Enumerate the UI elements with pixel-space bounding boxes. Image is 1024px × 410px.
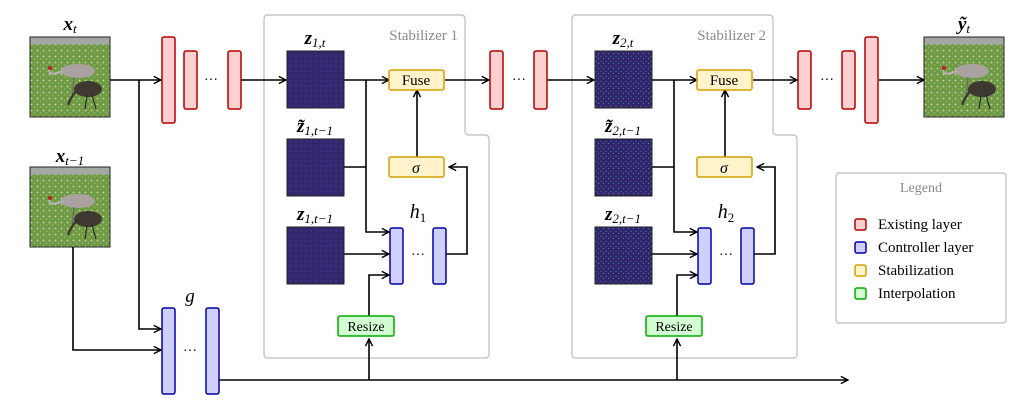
feature-map-z2t	[594, 50, 653, 109]
controller-layer	[432, 227, 447, 285]
ellipsis: ···	[411, 248, 425, 263]
existing-layer	[183, 50, 198, 110]
ellipsis: ···	[820, 73, 834, 88]
resize-box-1	[337, 315, 395, 337]
stabilizer-1-title: Stabilizer 1	[389, 28, 458, 44]
label-x-t-minus-1: xt−1	[55, 146, 84, 168]
resize-label-2: Resize	[655, 320, 692, 335]
legend-title: Legend	[900, 181, 942, 196]
legend: Legend Existing layer Controller layer S…	[835, 172, 1007, 324]
fuse-label-1: Fuse	[402, 73, 431, 89]
controller-layer	[389, 227, 404, 285]
existing-layer	[161, 36, 176, 124]
arrow-xt-to-g	[138, 80, 161, 329]
sigma-box-1	[388, 156, 445, 178]
legend-label: Existing layer	[878, 217, 962, 233]
stabilizer-1	[286, 50, 447, 337]
label-h1: h1	[410, 201, 427, 225]
label-y-tilde-t: ỹt	[956, 14, 970, 36]
input-image-x-t	[28, 35, 112, 119]
resize-box-2	[645, 315, 703, 337]
stabilizer-2	[594, 50, 755, 337]
feature-map-z1-tilde	[286, 138, 345, 197]
feature-map-z1-prev	[286, 226, 345, 285]
connectors	[72, 80, 924, 380]
existing-layer	[797, 50, 812, 110]
stabilizer-2-title: Stabilizer 2	[697, 28, 766, 44]
existing-layer	[864, 36, 879, 124]
label-z2t: z2,t	[612, 28, 634, 50]
label-h2: h2	[718, 201, 735, 225]
controller-layer	[740, 227, 755, 285]
feature-map-z1t	[286, 50, 345, 109]
label-z2-tilde: z̃2,t−1	[604, 116, 641, 138]
ellipsis: ···	[204, 73, 218, 88]
ellipsis: ···	[719, 248, 733, 263]
legend-swatch-controller	[854, 241, 867, 254]
sigma-label-2: σ	[720, 160, 729, 177]
stabilizer-1-box	[263, 14, 490, 359]
input-image-x-t-minus-1	[28, 165, 112, 249]
legend-label: Controller layer	[878, 240, 973, 256]
existing-layer	[227, 50, 242, 110]
legend-swatch-interpolation	[854, 287, 867, 300]
label-x-t: xt	[62, 14, 77, 36]
sigma-box-2	[696, 156, 753, 178]
fuse-box-2	[696, 69, 753, 91]
sigma-label-1: σ	[412, 160, 421, 177]
legend-swatch-existing	[854, 218, 867, 231]
label-z1t: z1,t	[304, 28, 326, 50]
label-z1-prev: z1,t−1	[296, 204, 333, 226]
legend-label: Stabilization	[878, 263, 954, 279]
controller-layer	[697, 227, 712, 285]
resize-label-1: Resize	[347, 320, 384, 335]
feature-map-z2-tilde	[594, 138, 653, 197]
fuse-label-2: Fuse	[710, 73, 739, 89]
ellipsis: ···	[512, 73, 526, 88]
legend-box	[835, 172, 1007, 324]
stabilizer-2-box	[571, 14, 798, 359]
label-z1-tilde: z̃1,t−1	[296, 116, 333, 138]
controller-layer	[205, 307, 220, 395]
existing-layers	[161, 36, 879, 124]
legend-swatch-stabilization	[854, 264, 867, 277]
label-g: g	[185, 286, 195, 307]
existing-layer	[533, 50, 548, 110]
feature-map-z2-prev	[594, 226, 653, 285]
legend-label: Interpolation	[878, 286, 956, 302]
label-z2-prev: z2,t−1	[604, 204, 641, 226]
existing-layer	[489, 50, 504, 110]
controller-g	[161, 307, 220, 395]
ellipsis: ···	[183, 344, 197, 359]
existing-layer	[841, 50, 856, 110]
output-image-y-t	[922, 35, 1006, 119]
arrow-xt1-to-g	[72, 247, 161, 350]
fuse-box-1	[388, 69, 445, 91]
controller-layer	[161, 307, 176, 395]
